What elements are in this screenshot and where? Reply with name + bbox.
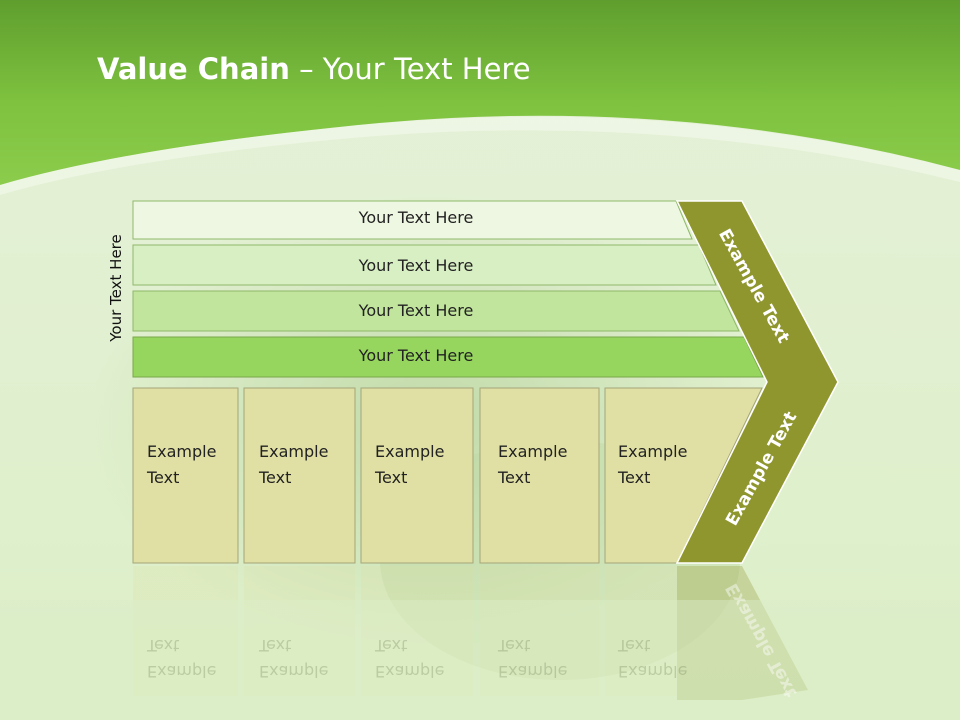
value-row-4 bbox=[132, 336, 764, 378]
value-row-3 bbox=[132, 290, 740, 332]
box-5-reflection: Example Text bbox=[618, 636, 688, 681]
box-2-reflection: Example Text bbox=[259, 636, 329, 681]
box-1-label: Example Text bbox=[147, 442, 217, 487]
box-4-reflection: Example Text bbox=[498, 636, 568, 681]
box-5-label: Example Text bbox=[618, 442, 688, 487]
box-1-reflection: Example Text bbox=[147, 636, 217, 681]
row-1-label: Your Text Here bbox=[358, 208, 474, 227]
box-4-label: Example Text bbox=[498, 442, 568, 487]
row-2-label: Your Text Here bbox=[358, 256, 474, 275]
value-row-1 bbox=[132, 200, 693, 240]
value-row-2 bbox=[132, 244, 717, 286]
slide-title-rest: – Your Text Here bbox=[289, 52, 531, 86]
activity-box-4 bbox=[479, 387, 600, 564]
box-3-reflection: Example Text bbox=[375, 636, 445, 681]
row-4-label: Your Text Here bbox=[358, 346, 474, 365]
activity-box-1 bbox=[132, 387, 239, 564]
activity-box-3 bbox=[360, 387, 474, 564]
box-2-label: Example Text bbox=[259, 442, 329, 487]
side-label: Your Text Here bbox=[107, 234, 125, 342]
slide-title-bold: Value Chain bbox=[97, 52, 290, 86]
row-3-label: Your Text Here bbox=[358, 301, 474, 320]
margin-chevron bbox=[675, 200, 839, 564]
activity-box-2 bbox=[243, 387, 356, 564]
slide-title: Value Chain – Your Text Here bbox=[97, 52, 531, 86]
box-3-label: Example Text bbox=[375, 442, 445, 487]
